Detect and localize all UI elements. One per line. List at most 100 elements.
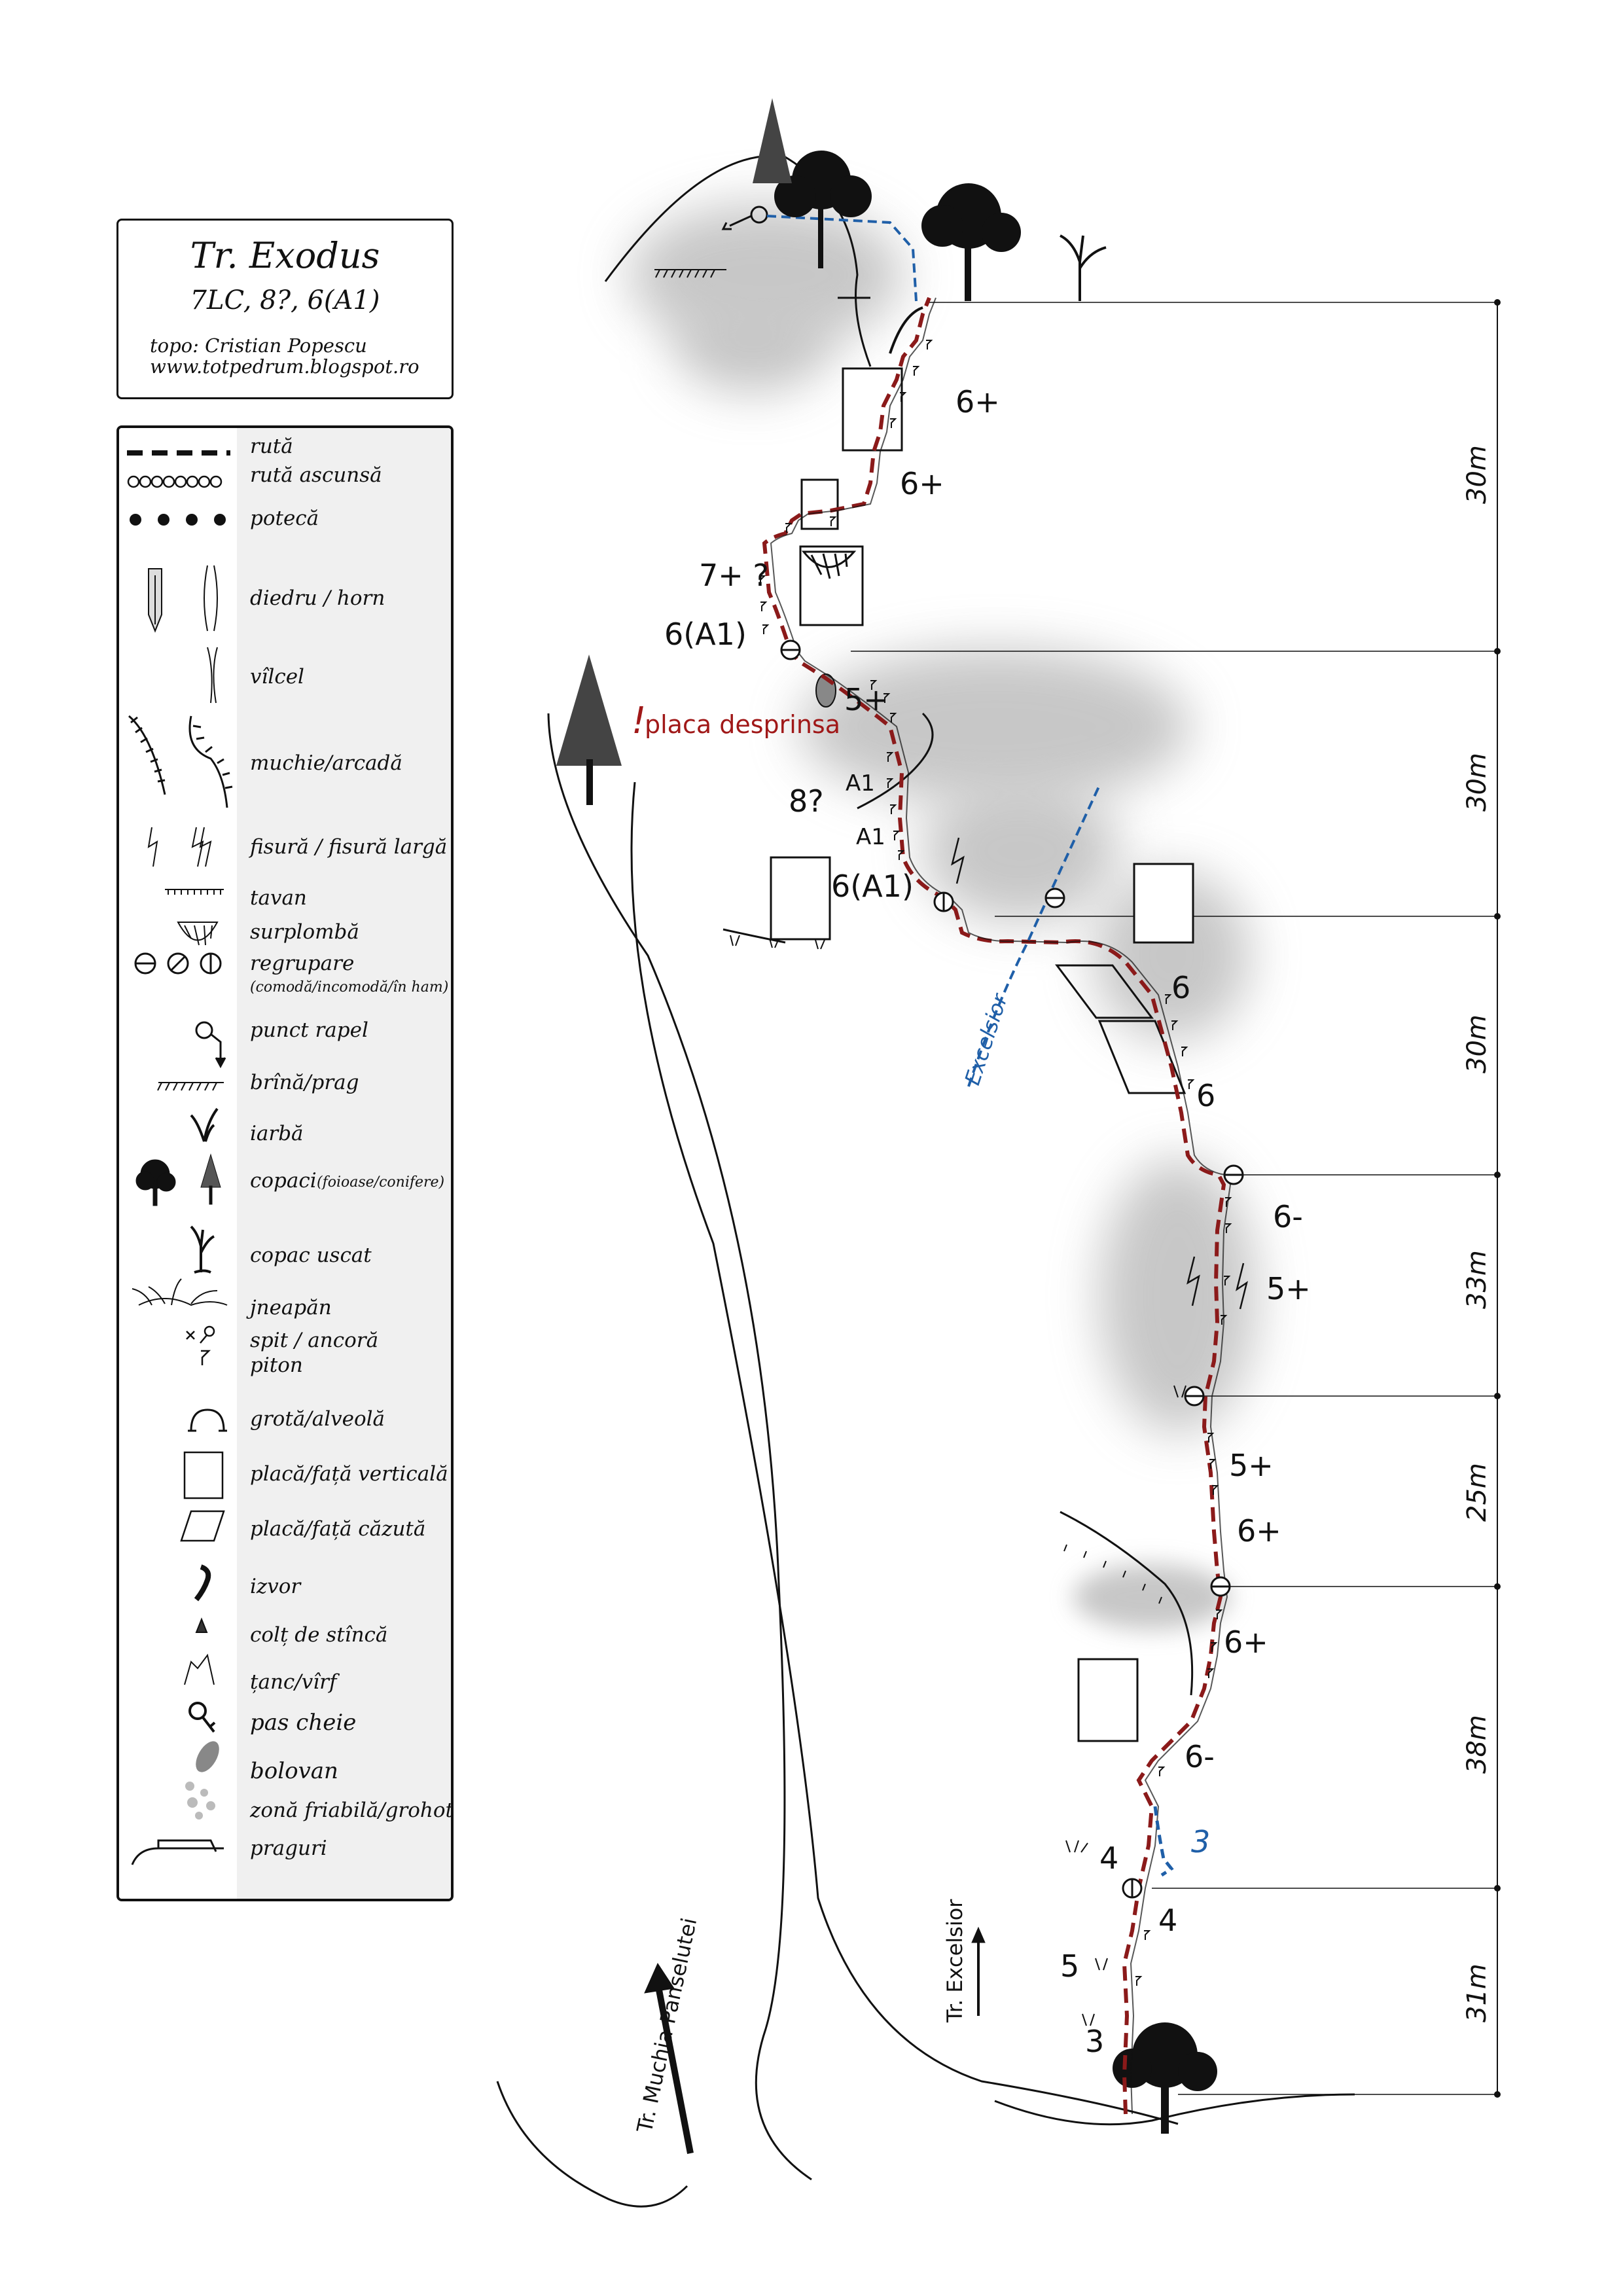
grass-icon (730, 935, 1186, 2026)
pitch-length: 25m (1462, 1463, 1492, 1522)
gully-icon (207, 647, 218, 704)
legend-label: copaci (250, 1169, 317, 1193)
grade-label: A1 (846, 770, 875, 797)
legend-label: jneapăn (250, 1296, 332, 1319)
belay-icon (780, 639, 1244, 1899)
grass-icon (190, 1107, 219, 1142)
terrain-lines (496, 712, 1355, 2208)
pitch-length: 31m (1462, 1964, 1492, 2022)
pitch-length: 30m (1462, 445, 1492, 504)
legend-label: placă/față căzută (250, 1517, 426, 1541)
approach-right-label: Tr. Excelsior (942, 1899, 967, 2023)
grade-labels: 6+ 6+ 7+ ? 6(A1) 5+ 8? A1 A1 6(A1) 6 6 6… (664, 384, 1311, 2059)
scale-ticks (1494, 299, 1501, 2098)
crack-icon (951, 837, 1248, 1310)
legend-label: bolovan (250, 1758, 338, 1784)
grade-label: 7+ ? (699, 558, 769, 593)
legend-label: țanc/vîrf (250, 1670, 337, 1694)
crack-icon (147, 827, 212, 867)
legend-sublabel: (foioase/conifere) (317, 1174, 445, 1191)
grade-label: 8? (789, 783, 824, 819)
grade-label: 6(A1) (664, 617, 747, 652)
grade-label: 6+ (1224, 1624, 1268, 1660)
pinnacle-icon (184, 1653, 215, 1685)
edge-arch-icon (128, 715, 233, 808)
grade-label: 5+ (1266, 1271, 1311, 1306)
legend-label: rută (250, 435, 293, 458)
variant-3-line (1153, 1806, 1174, 1877)
legend-sublabel: (comodă/incomodă/în ham) (250, 979, 449, 996)
boulder-icon (196, 1741, 219, 1772)
bolt-icon (186, 1325, 215, 1365)
slab-inclined-icon (180, 1510, 225, 1542)
grade-label: 5+ (844, 682, 889, 717)
grade-label: 5+ (1229, 1448, 1274, 1483)
grade-label: A1 (856, 824, 885, 850)
steps-icon (131, 1839, 224, 1865)
approach-arrow (644, 1926, 986, 2154)
dots-line-icon (130, 514, 226, 526)
warning-label: placa desprinsa (645, 710, 840, 739)
grade-label: 5 (1060, 1948, 1079, 1984)
grade-label: 4 (1099, 1840, 1118, 1876)
key-step-icon (188, 1702, 216, 1733)
legend-label: piton (250, 1354, 303, 1377)
variant-top-dashed (766, 215, 918, 302)
legend-label: pas cheie (250, 1710, 357, 1736)
legend-label: copac uscat (250, 1244, 372, 1267)
belay-icon (134, 952, 222, 975)
slab-faces (770, 367, 1194, 1742)
legend-label: praguri (250, 1837, 327, 1860)
dead-tree-icon (190, 1225, 215, 1274)
tree-icon (556, 98, 1217, 2134)
grade-label: 6- (1185, 1739, 1215, 1774)
grade-label: 3 (1085, 2024, 1104, 2059)
author: topo: Cristian Popescu (150, 334, 367, 357)
piton-icon (759, 340, 1232, 1986)
roof-icon (165, 889, 224, 895)
website: www.totpedrum.blogspot.ro (150, 355, 419, 378)
legend-label: muchie/arcadă (250, 751, 402, 775)
grade-label: 4 (1158, 1903, 1177, 1938)
pitch-scale (851, 302, 1498, 2095)
circles-line-icon (127, 475, 223, 488)
grade-label: 6+ (955, 384, 1000, 420)
cave-icon (188, 1408, 227, 1432)
legend-label: placă/față verticală (250, 1462, 448, 1486)
legend-label: zonă friabilă/grohotiș (250, 1799, 454, 1822)
excelsior-variant-line (967, 785, 1101, 1087)
rock-spike-icon (195, 1617, 208, 1633)
legend-label: colț de stîncă (250, 1623, 388, 1647)
grade-label: 6(A1) (831, 869, 914, 904)
slab-vertical-icon (183, 1451, 224, 1499)
pitch-length: 38m (1462, 1715, 1492, 1774)
legend-label: regrupare (250, 952, 355, 975)
legend-label: punct rapel (250, 1018, 368, 1042)
pitch-length: 33m (1462, 1250, 1492, 1309)
legend-label: vîlcel (250, 665, 304, 689)
warning-mark: ! (632, 700, 646, 742)
spring-icon (194, 1564, 211, 1602)
legend-label: potecă (250, 507, 319, 530)
legend-symbols (127, 450, 233, 1865)
dihedral-icon (148, 565, 218, 633)
dead-tree-icon (889, 234, 1107, 354)
legend-label: fisură / fisură largă (250, 835, 448, 859)
route-line (762, 296, 1226, 2115)
pitch-length: 30m (1462, 753, 1492, 812)
variant-route-label: Excelsior (959, 990, 1012, 1088)
ledge-icon (157, 1082, 224, 1091)
legend-label: spit / ancoră (250, 1329, 379, 1352)
overhang-icon (177, 922, 219, 946)
juniper-icon (132, 1278, 228, 1306)
pitch-length-labels: 30m 30m 30m 33m 25m 38m 31m (1462, 445, 1492, 2022)
variant-grade: 3 (1191, 1824, 1210, 1859)
route-grades: 7LC, 8?, 6(A1) (190, 285, 380, 315)
grade-label: 6- (1273, 1199, 1303, 1234)
legend: rută rută ascunsă potecă diedru / horn v… (116, 425, 454, 1901)
grade-label: 6 (1171, 970, 1190, 1005)
legend-label: izvor (250, 1575, 301, 1598)
legend-label: iarbă (250, 1122, 304, 1145)
route-name: Tr. Exodus (190, 235, 380, 276)
